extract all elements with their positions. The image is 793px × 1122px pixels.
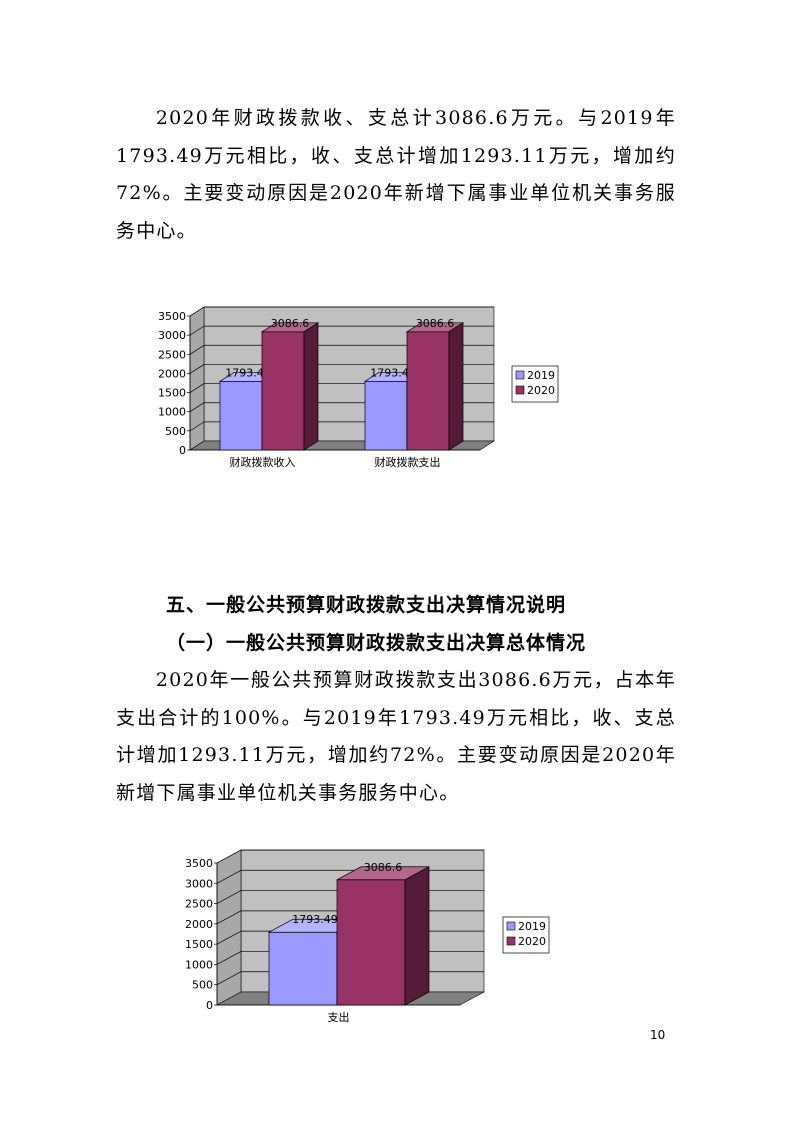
y-tick-label: 2500 [185,898,213,911]
paragraph-funding-total: 2020年财政拨款收、支总计3086.6万元。与2019年1793.49万元相比… [116,107,676,242]
y-tick-label: 1000 [185,958,213,971]
category-label: 财政拨款支出 [375,455,441,469]
gridline-side [189,364,205,374]
gridline-side [216,910,242,925]
data-label: 3086.6 [364,861,403,874]
subsection-title: （一）一般公共预算财政拨款支出决算总体情况 [166,632,587,654]
y-tick-label: 1500 [158,387,186,400]
legend-label-2020: 2020 [527,384,555,397]
category-label: 支出 [328,1010,350,1024]
y-tick-label: 3000 [185,877,213,890]
bar-side-2020 [404,866,430,1006]
paragraph-general-budget-expense: 2020年一般公共预算财政拨款支出3086.6万元，占本年支出合计的100%。与… [116,669,676,804]
data-label: 3086.6 [271,317,310,330]
y-tick-label: 500 [165,425,186,438]
gridline-side [216,869,242,884]
y-tick-label: 0 [206,999,213,1012]
data-label: 1793.49 [292,913,338,926]
gridline-side [216,930,242,945]
legend-label-2019: 2019 [518,920,546,933]
chart-funding-income-expense: 0 500 1000 1500 2000 2500 3000 3500 1793.49 3086.… [158,306,559,469]
gridline-side [189,325,205,336]
legend-swatch-2020 [515,385,525,395]
bar-2020 [261,331,305,451]
bar-2019 [219,380,263,451]
y-tick-label: 1000 [158,406,186,419]
chart-side-wall [189,306,205,451]
y-tick-label: 2500 [158,348,186,361]
y-tick-label: 3000 [158,329,186,342]
gridline-side [216,849,242,864]
y-tick-label: 2000 [185,918,213,931]
legend-label-2020: 2020 [518,935,546,948]
gridline-side [216,951,242,965]
data-label: 1793.49 [370,366,416,379]
chart-general-budget-expense: 0 500 1000 1500 2000 2500 3000 3500 1793.49 3086.… [185,849,550,1024]
gridline-side [189,306,205,317]
y-tick-label: 3500 [185,857,213,870]
legend-label-2019: 2019 [527,369,555,382]
gridline-side [189,344,205,355]
gridline-side [189,421,205,432]
bar-2019 [268,931,338,1006]
gridline-side [216,971,242,986]
bar-2019 [364,380,408,451]
bar-side-2020 [303,322,319,451]
legend-swatch-2019 [515,370,525,380]
y-tick-label: 0 [179,444,186,457]
bar-side-2020 [448,322,464,451]
chart-side-wall [216,849,242,1006]
gridline-side [189,383,205,393]
bar-2020 [406,331,450,451]
gridline-side [216,890,242,904]
data-label: 1793.49 [225,366,271,379]
data-label: 3086.6 [416,317,455,330]
gridline-side [189,402,205,413]
legend-swatch-2020 [506,936,516,946]
legend-swatch-2019 [506,921,516,931]
section-title: 五、一般公共预算财政拨款支出决算情况说明 [166,594,567,616]
bar-2020 [336,879,406,1006]
y-tick-label: 1500 [185,938,213,951]
y-tick-label: 3500 [158,310,186,323]
category-label: 财政拨款收入 [230,455,296,469]
y-tick-label: 2000 [158,367,186,380]
y-tick-label: 500 [192,979,213,992]
page-number: 10 [650,1028,666,1042]
